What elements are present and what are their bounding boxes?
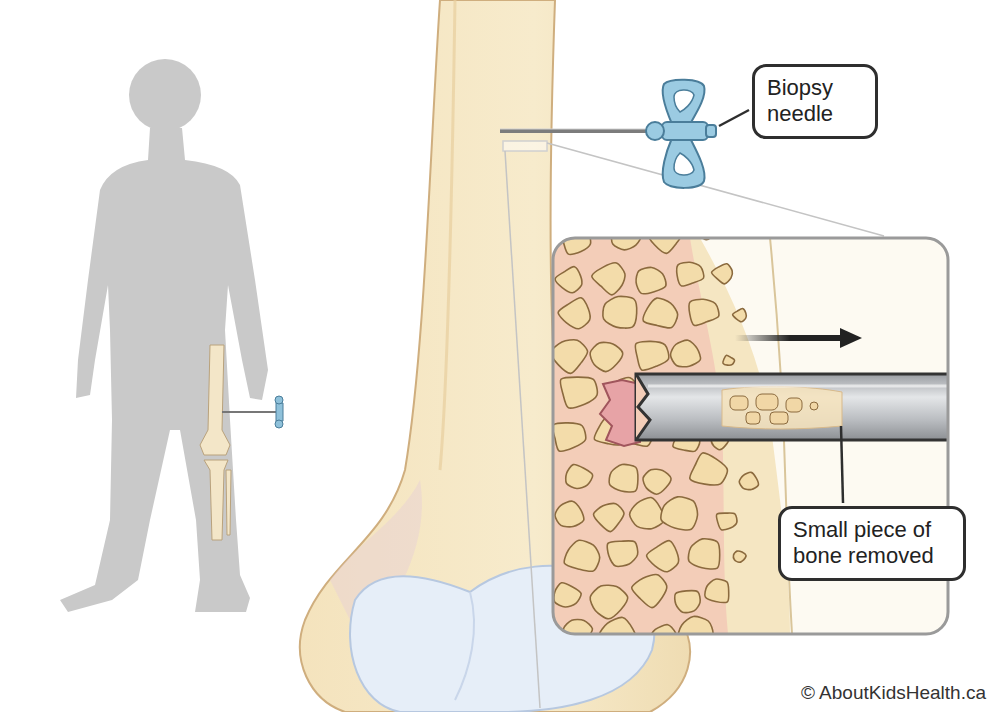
zoom-guide-part [505, 151, 540, 708]
zoom-guide-part [547, 143, 884, 236]
trabecular-bone-part [688, 539, 719, 569]
trabecular-bone-part [678, 616, 713, 634]
silhouette-leg-bones-part [226, 470, 231, 535]
trabecular-bone-part [690, 453, 728, 485]
silhouette-leg-bones-part [200, 345, 230, 455]
bone-sample-part [810, 402, 818, 410]
trabecular-bone-part [560, 377, 597, 408]
trabecular-bone-part [643, 298, 678, 328]
silhouette-leg-bones [200, 345, 231, 540]
femur-part [440, 0, 455, 470]
trabecular-bone-part [566, 465, 593, 489]
biopsy-needle-part [663, 138, 705, 188]
small-biopsy-needle-part [276, 403, 283, 421]
magnified-inset-part [600, 380, 640, 446]
trabecular-bone-part [630, 497, 665, 528]
small-biopsy-needle-part [222, 411, 276, 413]
biopsy-needle-part [500, 129, 650, 130]
trabecular-bone-part [647, 541, 679, 572]
trabecular-bone-part [553, 423, 586, 451]
child-silhouette [60, 59, 268, 612]
bone-sample-part [746, 412, 760, 424]
bone-sample-part [770, 412, 788, 424]
trabecular-bone-part [705, 579, 729, 602]
trabecular-bone-part [599, 617, 637, 634]
trabecular-bone-part [716, 513, 737, 530]
bone-sample [722, 386, 842, 429]
callout-text: Small piece of bone removed [793, 517, 951, 570]
copyright-notice: © AboutKidsHealth.ca [801, 682, 986, 704]
bone-sample-part [786, 398, 802, 412]
trabecular-bone-part [609, 464, 638, 492]
bone-sample-part [730, 396, 748, 410]
biopsy-needle-part [662, 122, 708, 140]
trabecular-bone-part [733, 308, 747, 321]
magnified-inset-part [648, 385, 948, 388]
magnified-inset-part [636, 374, 948, 440]
femur-part [350, 566, 654, 712]
trabecular-bone-part [723, 355, 735, 365]
trabecular-bone-part [739, 472, 758, 489]
trabecular-bone-part [554, 583, 581, 607]
callout-text: Biopsy needle [767, 75, 863, 128]
trabecular-bone-part [607, 541, 638, 567]
callout-box: Biopsy needle [752, 64, 878, 139]
femur-part [455, 592, 474, 700]
trabecular-bone-part [555, 501, 584, 527]
biopsy-needle-part [706, 125, 716, 137]
trabecular-bone-part [555, 267, 582, 293]
small-biopsy-needle [222, 396, 283, 428]
trabecular-bone-part [603, 296, 637, 328]
trabecular-bone-part [590, 342, 623, 371]
trabecular-bone-part [558, 298, 590, 329]
biopsy-needle-part [646, 122, 664, 140]
zoom-guide-part [503, 141, 547, 151]
biopsy-needle-part [674, 90, 694, 112]
trabecular-bone-part [648, 238, 683, 253]
motion-arrow-part [840, 328, 862, 348]
callout-box: Small piece of bone removed [778, 506, 966, 581]
motion-arrow [735, 328, 862, 348]
trabecular-bone-part [553, 340, 588, 374]
motion-arrow-part [735, 335, 845, 341]
small-biopsy-needle-part [275, 420, 283, 428]
trabecular-bone-part [564, 540, 599, 571]
leader-line-part [719, 110, 749, 126]
child-silhouette-part [129, 59, 201, 131]
trabecular-bone-part [689, 299, 719, 325]
leader-line [719, 110, 843, 503]
trabecular-bone-part [712, 264, 733, 284]
trabecular-bone-part [661, 497, 698, 530]
trabecular-bone-part [635, 341, 669, 370]
trabecular-bone-part [611, 238, 641, 250]
leader-line-part [841, 426, 843, 503]
trabecular-bone-part [592, 263, 625, 295]
trabecular-bone-part [675, 591, 700, 613]
bone-sample-part [756, 394, 778, 410]
small-biopsy-needle-part [275, 396, 283, 404]
trabecular-bone-part [733, 551, 746, 562]
biopsy-needle-part [674, 153, 694, 175]
bone-sample-part [722, 386, 842, 429]
trabecular-bone-part [671, 340, 701, 367]
trabecular-bone-part [643, 469, 671, 494]
biopsy-needle [500, 80, 716, 188]
trabecular-bone-part [590, 585, 628, 619]
biopsy-needle-part [663, 80, 705, 124]
child-silhouette-part [60, 128, 268, 612]
biopsy-needle-part [500, 129, 650, 133]
trabecular-bone-part [677, 262, 704, 286]
silhouette-leg-bones-part [204, 460, 228, 540]
magnified-inset-part [636, 374, 650, 440]
trabecular-bone-part [636, 267, 666, 293]
trabecular-bone-part [632, 575, 667, 608]
trabecular-bone-part [594, 503, 624, 531]
